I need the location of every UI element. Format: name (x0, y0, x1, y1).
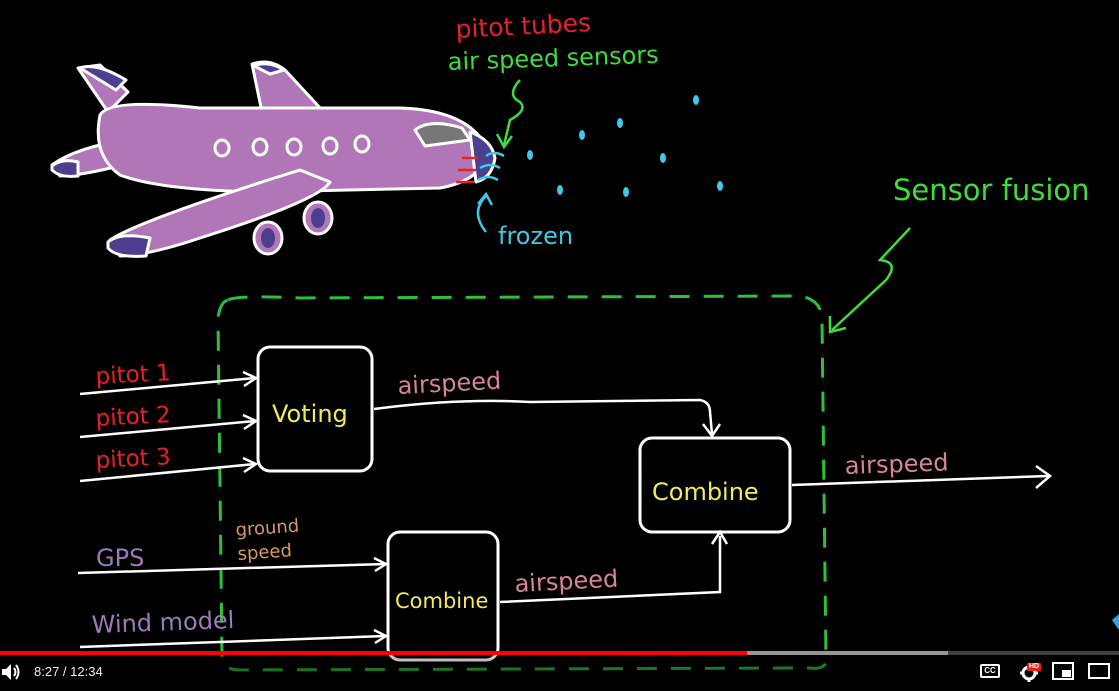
cc-icon-label: CC (984, 666, 996, 675)
airspeed-output-label: airspeed (844, 448, 949, 480)
sensor-fusion-pointer-arrow (831, 227, 911, 331)
hd-badge: HD (1027, 663, 1042, 671)
airplane-drawing (50, 60, 497, 258)
frozen-pointer-arrowhead (477, 191, 494, 206)
wind-model-label: Wind model (91, 606, 235, 639)
pitot-tubes-label: pitot tubes (455, 8, 592, 44)
pitot-3-label: pitot 3 (95, 444, 171, 474)
theater-icon[interactable] (1088, 663, 1110, 679)
combine-label-right: Combine (652, 478, 759, 506)
frozen-label: frozen (498, 222, 573, 250)
cc-icon[interactable]: CC (980, 664, 1000, 678)
ground-speed-label-line1: ground (235, 516, 300, 541)
edge-marker-icon (1112, 614, 1119, 630)
miniplayer-icon[interactable] (1052, 662, 1074, 680)
sensor-pointer-arrowhead (495, 133, 514, 150)
sensor-fusion-title: Sensor fusion (893, 173, 1090, 207)
progress-played (0, 651, 748, 655)
gps-label: GPS (96, 544, 144, 572)
block-connection-arrows (373, 398, 1053, 604)
combine-block-right (638, 436, 792, 534)
volume-icon[interactable] (0, 661, 22, 683)
gps-wind-input-arrows (77, 556, 389, 649)
airspeed-label-top: airspeed (397, 367, 502, 400)
voting-label: Voting (272, 400, 348, 428)
pitot-tube-marks (456, 151, 505, 184)
airspeed-label-bottom: airspeed (514, 565, 619, 598)
time-display: 8:27 / 12:34 (34, 664, 103, 679)
ground-speed-label-line2: speed (237, 540, 293, 565)
player-controls: 8:27 / 12:34 CC HD (0, 651, 1119, 691)
progress-bar[interactable] (0, 651, 1119, 655)
pitot-input-arrows (79, 370, 259, 483)
sensor-fusion-pointer-arrowhead (828, 316, 847, 334)
raindrops (527, 95, 723, 197)
sensor-pointer-arrow (502, 79, 524, 146)
combine-label-bottom: Combine (395, 589, 488, 613)
voting-block (256, 345, 374, 473)
pitot-1-label: pitot 1 (95, 360, 171, 390)
pitot-2-label: pitot 2 (95, 402, 171, 432)
